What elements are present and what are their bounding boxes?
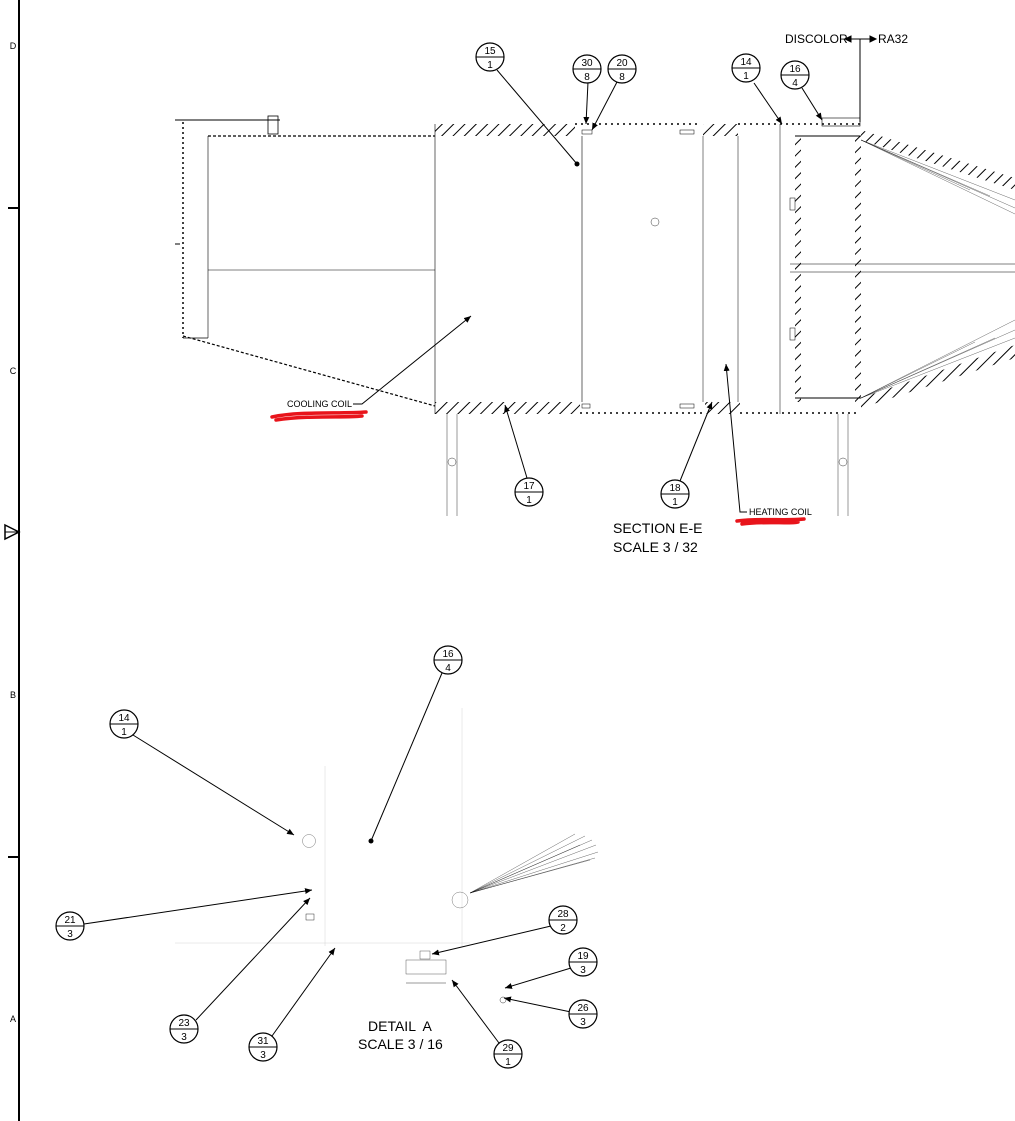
balloon-qty: 3 <box>580 1017 586 1028</box>
inlet-plenum <box>175 115 436 407</box>
balloon-qty: 3 <box>67 929 73 940</box>
balloon-16: 16 4 <box>780 60 810 90</box>
discharge-transition <box>860 130 1015 408</box>
leader-28 <box>431 925 552 956</box>
leader-20 <box>591 81 618 131</box>
balloon-item: 23 <box>178 1018 190 1029</box>
balloon-21: 21 3 <box>55 911 85 941</box>
balloon-item: 16 <box>789 64 801 75</box>
detail-scale: SCALE 3 / 16 <box>358 1036 443 1052</box>
leader-29 <box>451 979 500 1044</box>
balloon-20: 20 8 <box>607 54 637 84</box>
leader-14-detail <box>132 734 295 836</box>
leader-17 <box>504 404 528 479</box>
balloon-28: 28 2 <box>548 905 578 935</box>
balloon-item: 14 <box>118 713 130 724</box>
balloon-29: 29 1 <box>493 1039 523 1069</box>
ra32-label: RA32 <box>878 32 908 46</box>
leader-23 <box>195 897 311 1021</box>
section-scale: SCALE 3 / 32 <box>613 539 698 555</box>
balloon-qty: 1 <box>672 497 678 508</box>
balloon-item: 18 <box>669 483 681 494</box>
balloon-15: 15 1 <box>475 42 505 72</box>
leader-16 <box>801 87 823 121</box>
detail-geometry <box>175 708 599 1004</box>
balloon-qty: 1 <box>505 1057 511 1068</box>
balloon-14: 14 1 <box>731 53 761 83</box>
balloon-item: 30 <box>581 58 593 69</box>
balloon-item: 28 <box>557 909 569 920</box>
balloon-item: 31 <box>257 1036 269 1047</box>
balloon-item: 15 <box>484 46 496 57</box>
leader-19 <box>504 967 572 989</box>
section-leaders <box>353 35 878 513</box>
leader-26 <box>503 996 572 1013</box>
leader-heating-coil <box>723 363 747 513</box>
balloon-19: 19 3 <box>568 947 598 977</box>
balloon-qty: 1 <box>121 727 127 738</box>
balloon-17: 17 1 <box>514 477 544 507</box>
zone-letter-a: A <box>10 1014 16 1024</box>
balloon-23: 23 3 <box>169 1014 199 1044</box>
leader-18 <box>679 401 713 482</box>
balloon-qty: 8 <box>619 72 625 83</box>
balloon-qty: 1 <box>487 60 493 71</box>
leader-21 <box>83 888 313 925</box>
cooling-coil-label: COOLING COIL <box>287 399 352 409</box>
section-title: SECTION E-E <box>613 520 702 536</box>
balloon-qty: 3 <box>260 1050 266 1061</box>
balloon-item: 19 <box>577 951 589 962</box>
base-supports <box>446 414 849 516</box>
balloon-item: 16 <box>442 649 454 660</box>
balloon-qty: 3 <box>181 1032 187 1043</box>
detail-title: DETAIL A <box>368 1018 432 1034</box>
cooling-coil-redline <box>270 410 368 422</box>
discolor-label: DISCOLOR <box>785 32 848 46</box>
section-e-e-view: 15 1 30 8 20 8 14 1 16 4 <box>175 32 1015 555</box>
balloon-qty: 3 <box>580 965 586 976</box>
leader-31 <box>271 947 336 1037</box>
leader-30 <box>583 81 590 125</box>
balloon-item: 14 <box>740 57 752 68</box>
balloon-item: 20 <box>616 58 628 69</box>
balloon-qty: 8 <box>584 72 590 83</box>
leader-cooling-coil <box>353 315 472 405</box>
heating-coil-redline <box>735 517 806 526</box>
zone-letter-c: C <box>10 366 17 376</box>
heating-coil-label: HEATING COIL <box>749 507 812 517</box>
balloon-26: 26 3 <box>568 999 598 1029</box>
balloon-qty: 4 <box>792 78 798 89</box>
balloon-31: 31 3 <box>248 1032 278 1062</box>
leader-14 <box>753 82 783 125</box>
balloon-14-detail: 14 1 <box>109 709 139 739</box>
zone-letter-b: B <box>10 690 16 700</box>
balloon-qty: 1 <box>526 495 532 506</box>
balloon-qty: 2 <box>560 923 566 934</box>
detail-leaders <box>83 672 572 1044</box>
balloon-18: 18 1 <box>660 479 690 509</box>
fan-section <box>789 117 1015 402</box>
balloon-qty: 1 <box>743 71 749 82</box>
balloon-item: 21 <box>64 915 76 926</box>
detail-a-view: 16 4 14 1 21 3 28 2 19 3 <box>55 645 599 1069</box>
balloon-qty: 4 <box>445 663 451 674</box>
balloon-30: 30 8 <box>572 54 602 84</box>
balloon-item: 29 <box>502 1043 514 1054</box>
sheet-border: D C B A <box>4 0 21 1121</box>
balloon-16-detail: 16 4 <box>433 645 463 675</box>
zone-letter-d: D <box>10 41 17 51</box>
leader-16-detail <box>368 672 443 844</box>
balloon-item: 17 <box>523 481 535 492</box>
balloon-item: 26 <box>577 1003 589 1014</box>
leader-15 <box>496 69 580 167</box>
